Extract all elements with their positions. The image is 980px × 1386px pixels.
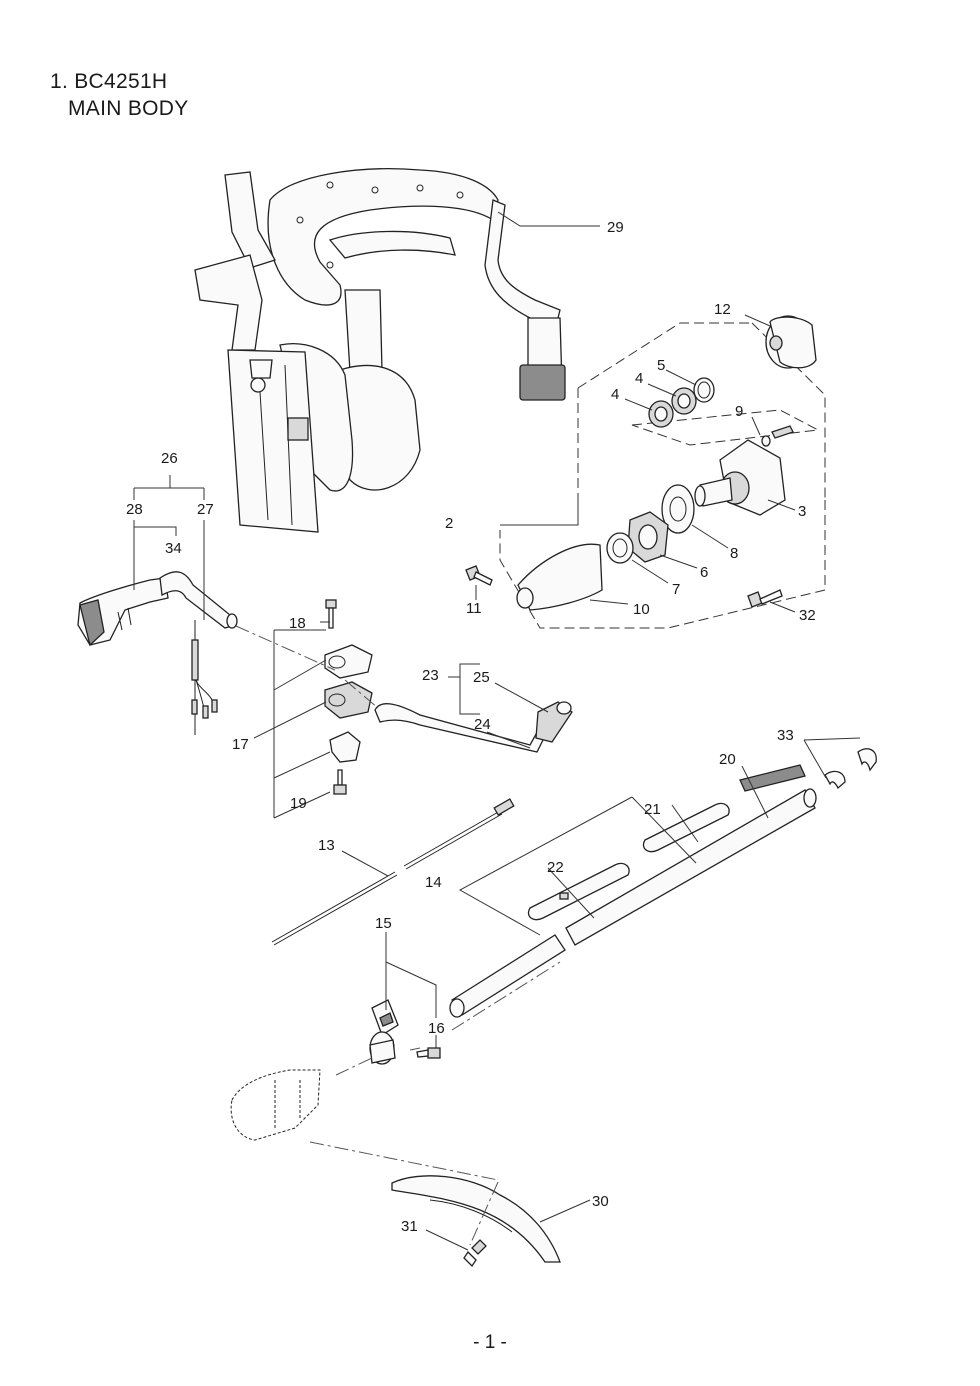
flange-part-8 xyxy=(661,484,695,534)
screw-part-31 xyxy=(463,1239,487,1268)
callout-5: 5 xyxy=(657,357,665,374)
callout-13: 13 xyxy=(318,837,335,854)
callout-16: 16 xyxy=(428,1020,445,1037)
callout-26: 26 xyxy=(161,450,178,467)
callout-8: 8 xyxy=(730,545,738,562)
callout-25: 25 xyxy=(473,669,490,686)
damper-part-6 xyxy=(627,511,669,563)
callout-21: 21 xyxy=(644,801,661,818)
callout-28: 28 xyxy=(126,501,143,518)
page-subtitle: MAIN BODY xyxy=(68,97,189,120)
callout-10: 10 xyxy=(633,601,650,618)
callout-17: 17 xyxy=(232,736,249,753)
hook-part-33 xyxy=(824,748,877,790)
clamp-upper xyxy=(324,644,373,679)
handle-bar-part-24 xyxy=(374,703,553,753)
callout-22: 22 xyxy=(547,859,564,876)
cover-part-10 xyxy=(516,543,603,611)
callout-11: 11 xyxy=(466,600,482,617)
callout-32: 32 xyxy=(799,607,816,624)
clamp-part-17 xyxy=(324,681,373,719)
bearing-part-4a xyxy=(671,387,697,415)
harness-part-29 xyxy=(194,168,566,533)
page-title: 1. BC4251H xyxy=(50,70,168,93)
bolt-part-32 xyxy=(747,589,783,608)
bearing-part-4b xyxy=(648,400,674,428)
page-number: - 1 - xyxy=(473,1332,507,1353)
throttle-cable-part-34 xyxy=(159,571,238,629)
callout-12: 12 xyxy=(714,301,731,318)
callout-4-b: 4 xyxy=(611,386,619,403)
callout-2: 2 xyxy=(445,515,453,532)
screw-part-16 xyxy=(416,1047,441,1059)
callout-3: 3 xyxy=(798,503,806,520)
grip-part-25 xyxy=(535,701,573,743)
callout-7: 7 xyxy=(672,581,680,598)
label-part-20 xyxy=(739,764,806,792)
bushing-part-7 xyxy=(606,532,634,564)
clutch-housing-part-3 xyxy=(694,439,786,516)
callout-27: 27 xyxy=(197,501,214,518)
bolt-part-11 xyxy=(465,565,493,586)
callout-14: 14 xyxy=(425,874,442,891)
clamp-bolt-part-19 xyxy=(333,769,347,795)
callout-19: 19 xyxy=(290,795,307,812)
clutch-drum-part-12 xyxy=(765,315,817,369)
clamp-lower xyxy=(329,731,361,763)
stop-switch-wires-part-27 xyxy=(191,620,218,735)
callout-34: 34 xyxy=(165,540,182,557)
leader-lines xyxy=(133,211,861,1251)
callout-18: 18 xyxy=(289,615,306,632)
callout-24: 24 xyxy=(474,716,491,733)
guard-clamp-part-15 xyxy=(369,999,399,1065)
screw-part-9 xyxy=(761,425,794,447)
throttle-handle-part-28 xyxy=(77,577,169,647)
callout-30: 30 xyxy=(592,1193,609,1210)
callout-23: 23 xyxy=(422,667,439,684)
callout-20: 20 xyxy=(719,751,736,768)
callout-labels: 29 12 5 4 4 9 3 2 8 6 7 10 11 32 26 28 2… xyxy=(126,219,816,1235)
plate-part-22 xyxy=(527,862,630,921)
callout-4-a: 4 xyxy=(635,370,643,387)
gear-head-reference xyxy=(230,1069,321,1141)
callout-29: 29 xyxy=(607,219,624,236)
callout-31: 31 xyxy=(401,1218,418,1235)
callout-33: 33 xyxy=(777,727,794,744)
callout-9: 9 xyxy=(735,403,743,420)
snap-ring-part-5 xyxy=(693,377,715,403)
clamp-bolt-part-18 xyxy=(325,599,337,629)
guard-part-30 xyxy=(391,1175,561,1263)
pipe-part-14 xyxy=(449,788,817,1018)
callout-6: 6 xyxy=(700,564,708,581)
callout-15: 15 xyxy=(375,915,392,932)
drive-shaft-part-13 xyxy=(271,798,515,946)
plate-part-21 xyxy=(642,802,730,853)
